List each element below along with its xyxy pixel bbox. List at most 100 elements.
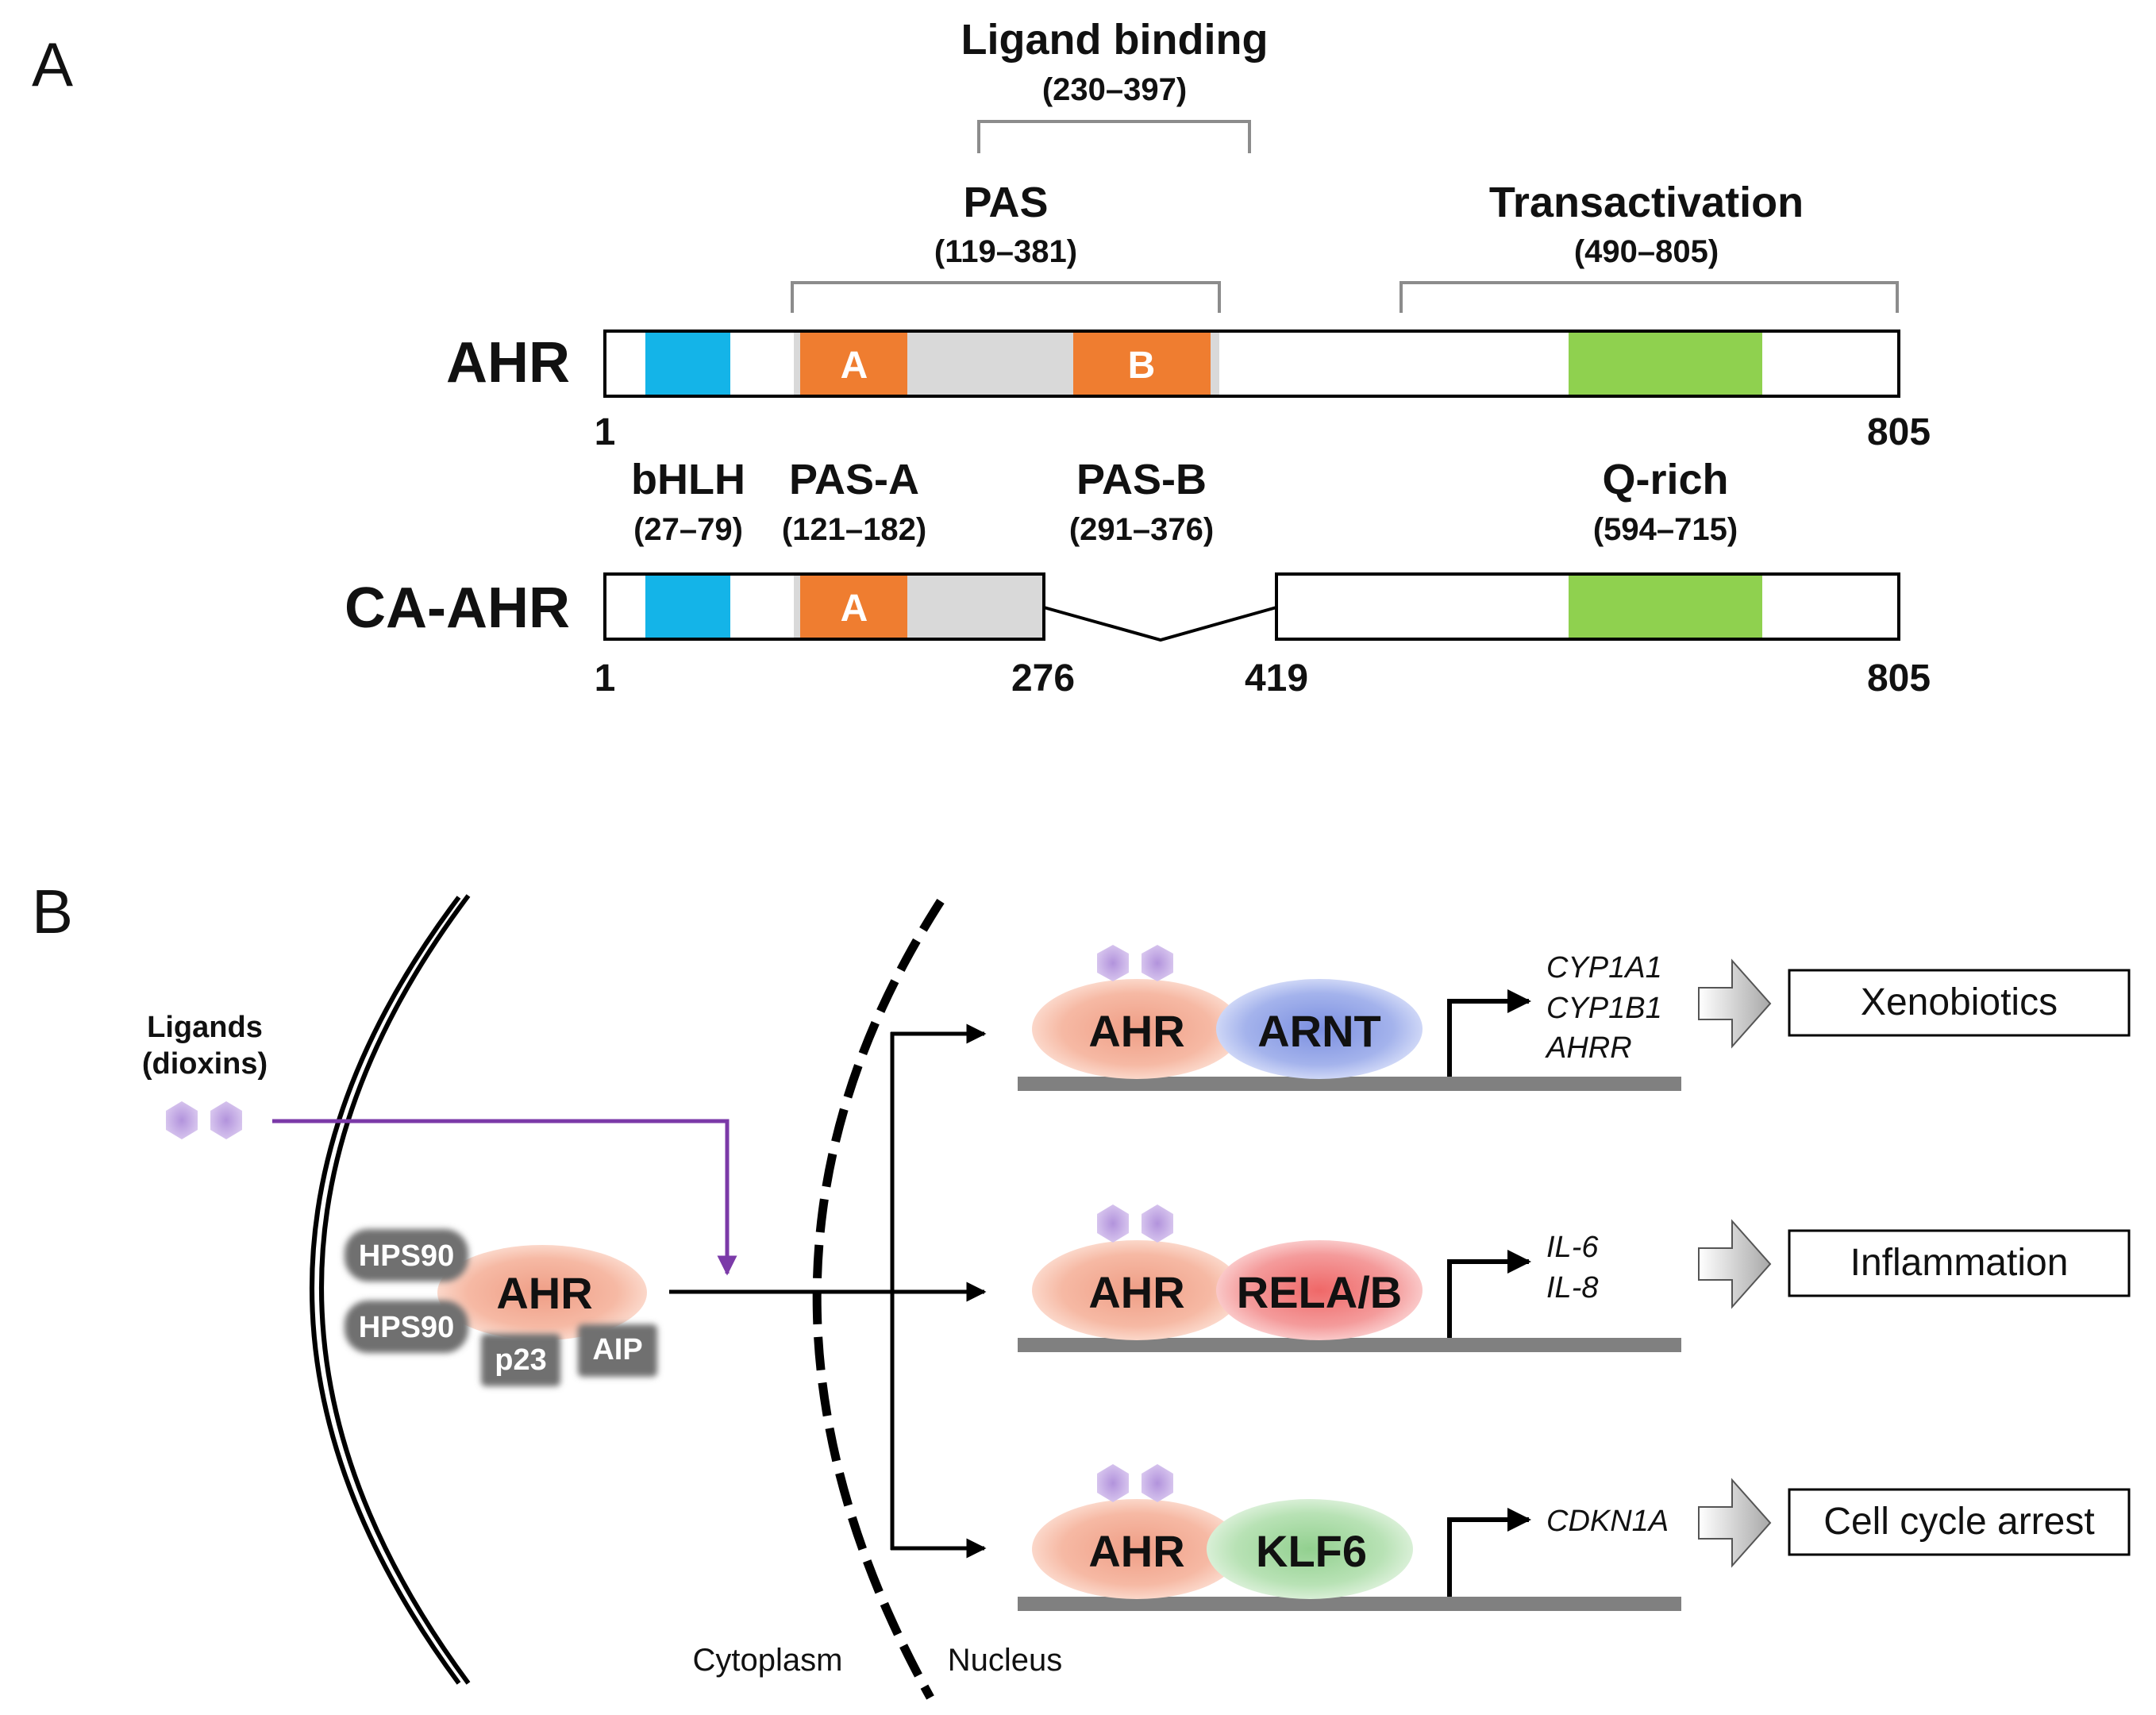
ligand-icon (166, 1101, 242, 1139)
hsp90-block-bottom (345, 1301, 468, 1353)
ligands-label: Ligands (147, 1011, 263, 1044)
pathway-3: AHR KLF6 CDKN1A Cell cycle arrest (1018, 1464, 2131, 1611)
partner-label-2: RELA/B (1237, 1267, 1402, 1317)
ahr-q-rich-block (1569, 333, 1762, 395)
p23-block (481, 1334, 560, 1386)
ca-ahr-start-number: 1 (595, 657, 616, 699)
dna-strand-1 (1018, 1077, 1681, 1091)
outcome-box-1 (1788, 969, 2131, 1037)
ligand-binding-bracket (977, 120, 1251, 153)
panel-b-label: B (32, 877, 73, 946)
ca-ahr-end-number: 805 (1867, 657, 1931, 699)
tss-arrow-2 (1447, 1250, 1531, 1338)
ahr-label-1: AHR (1088, 1006, 1184, 1056)
ca-ahr-deletion-start: 276 (1011, 657, 1075, 699)
transactivation-range: (490–805) (1574, 234, 1719, 269)
p23-label: p23 (495, 1343, 546, 1377)
tss-arrow-3 (1447, 1508, 1531, 1597)
pas-title: PAS (963, 179, 1048, 226)
gene-1b: CYP1B1 (1546, 992, 1662, 1025)
ca-ahr-deletion-end: 419 (1245, 657, 1308, 699)
outcome-arrow-3 (1698, 1478, 1772, 1568)
pas-a-range: (121–182) (782, 512, 926, 547)
hsp90-block-top (345, 1229, 468, 1281)
transactivation-bracket (1399, 281, 1899, 313)
tss-arrow-1 (1447, 989, 1531, 1077)
gene-1a: CYP1A1 (1546, 951, 1662, 985)
ligand-icon-1 (1097, 945, 1173, 981)
ca-ahr-pas-a-letter: A (841, 588, 868, 630)
cell-membrane (310, 894, 471, 1685)
gene-1c: AHRR (1545, 1031, 1632, 1065)
ca-ahr-q-rich-block (1569, 576, 1762, 638)
ahr-pas-a-letter: A (841, 345, 868, 387)
panel-b: B Ligands (dioxins) HPS90 HPS90 AH (32, 877, 2131, 1700)
aip-label: AIP (592, 1333, 642, 1366)
ahr-protein-1 (1032, 979, 1242, 1079)
transactivation-title: Transactivation (1489, 179, 1804, 226)
deletion-connector (1043, 606, 1277, 642)
ahr-pas-a-block (800, 333, 907, 395)
bhlh-range: (27–79) (633, 512, 743, 547)
dna-strand-2 (1018, 1338, 1681, 1352)
aip-block (578, 1324, 657, 1377)
ahr-start-number: 1 (595, 411, 616, 453)
ligand-icon-2 (1097, 1204, 1173, 1243)
panel-a: A Ligand binding (230–397) PAS (119–381)… (32, 16, 1931, 699)
outcome-arrow-2 (1698, 1219, 1772, 1309)
ahr-label-3: AHR (1088, 1526, 1184, 1576)
outcome-box-3 (1788, 1488, 2131, 1556)
q-rich-name: Q-rich (1602, 456, 1728, 503)
cytoplasm-label: Cytoplasm (693, 1643, 843, 1678)
q-rich-range: (594–715) (1593, 512, 1738, 547)
gene-2a: IL-6 (1546, 1231, 1599, 1264)
gene-3a: CDKN1A (1546, 1505, 1669, 1538)
partner-label-3: KLF6 (1256, 1526, 1367, 1576)
ahr-domain-bar: A B (603, 330, 1900, 398)
panel-a-label: A (32, 29, 73, 99)
ahr-label-cytoplasm: AHR (496, 1268, 592, 1318)
pas-a-name: PAS-A (789, 456, 919, 503)
pathway-2: AHR RELA/B IL-6 IL-8 Inflammation (1018, 1204, 2131, 1352)
partner-protein-2 (1216, 1240, 1423, 1340)
hsp90-label-bottom: HPS90 (359, 1311, 454, 1344)
cytoplasmic-complex: HPS90 HPS90 AHR p23 AIP (345, 1229, 657, 1386)
ahr-protein-2 (1032, 1240, 1242, 1340)
ca-ahr-bar-label: CA-AHR (345, 576, 570, 640)
ahr-protein-3 (1032, 1499, 1242, 1599)
outcome-label-1: Xenobiotics (1861, 981, 2058, 1023)
ahr-pas-b-letter: B (1128, 345, 1156, 387)
ahr-protein-cytoplasm (437, 1245, 647, 1340)
partner-protein-3 (1207, 1499, 1413, 1599)
ligands-sublabel: (dioxins) (142, 1047, 268, 1081)
nuclear-envelope (812, 899, 945, 1700)
ca-ahr-bhlh-block (645, 576, 730, 638)
outcome-label-3: Cell cycle arrest (1823, 1501, 2094, 1543)
nucleus-label: Nucleus (948, 1643, 1063, 1678)
ahr-label-2: AHR (1088, 1267, 1184, 1317)
pas-b-name: PAS-B (1076, 456, 1207, 503)
dna-strand-3 (1018, 1597, 1681, 1611)
ahr-pas-b-block (1073, 333, 1211, 395)
gene-2b: IL-8 (1546, 1271, 1598, 1305)
outcome-label-2: Inflammation (1850, 1242, 2069, 1284)
ahr-bar-label: AHR (446, 331, 570, 395)
ahr-bhlh-block (645, 333, 730, 395)
outcome-arrow-1 (1698, 958, 1772, 1049)
ca-ahr-domain-bar: A (603, 572, 1900, 642)
pas-range: (119–381) (934, 234, 1077, 269)
pas-bracket (791, 281, 1221, 313)
hsp90-label-top: HPS90 (359, 1239, 454, 1273)
pas-b-range: (291–376) (1069, 512, 1214, 547)
ligand-binding-title: Ligand binding (961, 16, 1269, 64)
pathway-1: AHR ARNT CYP1A1 CYP1B1 AHRR Xenobiotics (1018, 945, 2131, 1091)
bhlh-name: bHLH (631, 456, 745, 503)
outcome-box-2 (1788, 1229, 2131, 1297)
partner-label-1: ARNT (1257, 1006, 1381, 1056)
ahr-end-number: 805 (1867, 411, 1931, 453)
ca-ahr-pas-a-block (800, 576, 907, 638)
partner-protein-1 (1216, 979, 1423, 1079)
ligand-binding-range: (230–397) (1042, 72, 1187, 107)
ligand-icon-3 (1097, 1464, 1173, 1502)
